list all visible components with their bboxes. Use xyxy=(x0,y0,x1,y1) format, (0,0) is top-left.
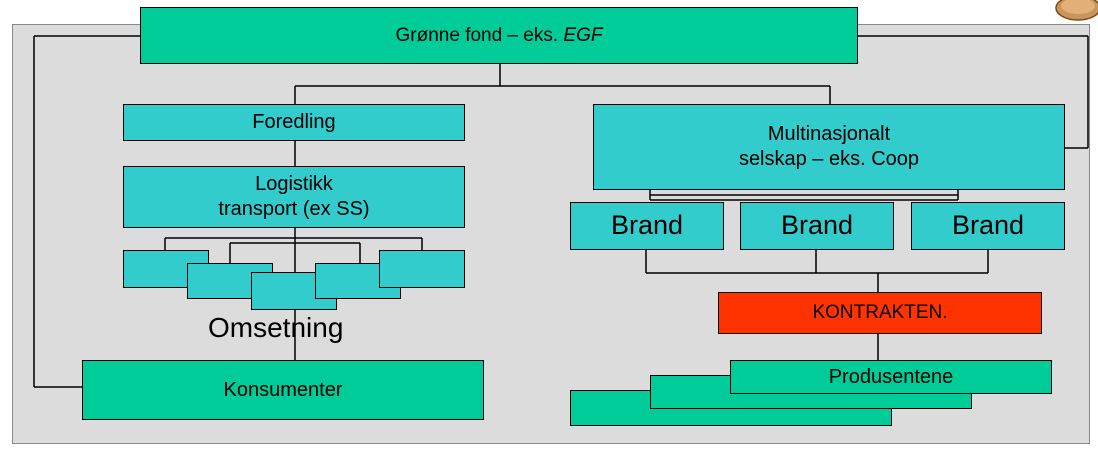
konsumenter-box: Konsumenter xyxy=(82,360,484,420)
brand-label: Brand xyxy=(610,210,684,241)
foredling-label: Foredling xyxy=(252,111,336,133)
outlet-box xyxy=(379,250,465,288)
kontrakten-box: KONTRAKTEN. xyxy=(718,292,1042,334)
foredling-box: Foredling xyxy=(123,104,465,141)
kontrakten-label: KONTRAKTEN. xyxy=(812,302,948,324)
produsentene-box: Produsentene xyxy=(730,360,1052,394)
konsumenter-label: Konsumenter xyxy=(223,378,343,401)
multinational-label: Multinasjonalt selskap – eks. Coop xyxy=(738,123,920,170)
brand-label: Brand xyxy=(951,210,1025,241)
brand-box: Brand xyxy=(911,202,1065,250)
brand-box: Brand xyxy=(740,202,894,250)
logistikk-label: Logistikk transport (ex SS) xyxy=(218,173,370,220)
coin-icon xyxy=(1052,0,1098,22)
multinational-box: Multinasjonalt selskap – eks. Coop xyxy=(593,104,1065,190)
produsentene-label: Produsentene xyxy=(828,365,954,388)
green-fund-box: Grønne fond – eks. EGF xyxy=(140,7,858,64)
brand-label: Brand xyxy=(780,210,854,241)
green-fund-label: Grønne fond – eks. EGF xyxy=(395,24,603,46)
omsetning-label: Omsetning xyxy=(208,312,344,343)
brand-box: Brand xyxy=(570,202,724,250)
logistikk-box: Logistikk transport (ex SS) xyxy=(123,166,465,228)
